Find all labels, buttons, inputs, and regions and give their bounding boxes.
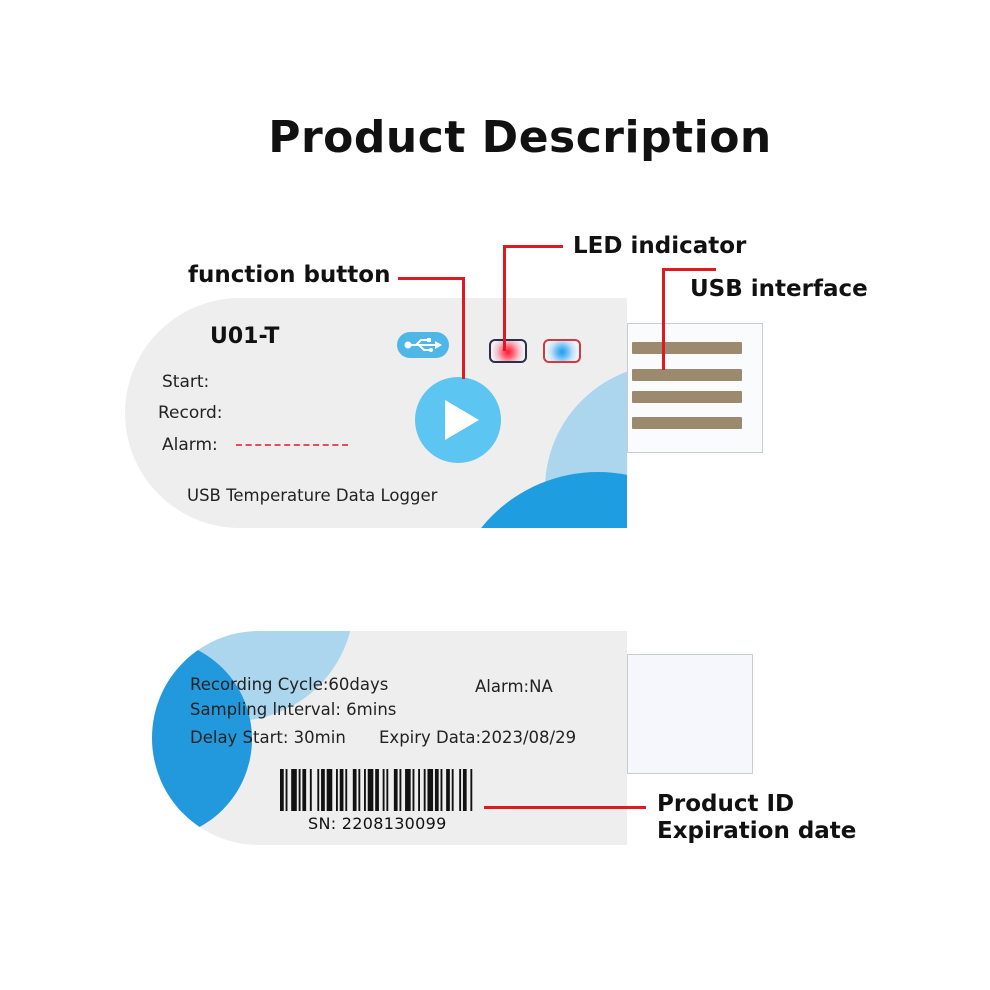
product-description: USB Temperature Data Logger xyxy=(187,486,438,505)
usb-contact xyxy=(632,342,742,354)
page-title: Product Description xyxy=(268,112,772,163)
callout-led-indicator: LED indicator xyxy=(573,233,747,259)
usb-interface xyxy=(627,323,763,453)
usb-contact xyxy=(632,369,742,381)
callout-line-usb xyxy=(662,268,716,271)
barcode-icon xyxy=(280,769,473,811)
delay-start: Delay Start: 30min xyxy=(190,728,346,747)
callout-expiration-date: Expiration date xyxy=(657,818,857,844)
alarm-label: Alarm: xyxy=(162,435,218,455)
usb-contact xyxy=(632,417,742,429)
callout-line-usb xyxy=(662,268,665,370)
callout-line-function xyxy=(462,277,465,379)
alarm-dashes xyxy=(236,444,348,446)
callout-line-function xyxy=(398,277,464,280)
callout-product-id: Product ID xyxy=(657,791,795,817)
usb-plug-back xyxy=(627,654,753,774)
callout-line-product-id xyxy=(484,806,646,809)
callout-line-led xyxy=(503,245,563,248)
recording-cycle: Recording Cycle:60days xyxy=(190,675,389,694)
logger-back: Recording Cycle:60days Alarm:NA Sampling… xyxy=(152,631,627,845)
alarm-setting: Alarm:NA xyxy=(475,677,553,696)
callout-usb-interface: USB interface xyxy=(690,276,868,302)
model-number: U01-T xyxy=(210,324,280,349)
logger-front: U01-T Start: Record: Alarm xyxy=(125,298,627,528)
usb-icon xyxy=(397,332,449,358)
serial-number: SN: 2208130099 xyxy=(308,814,447,833)
start-label: Start: xyxy=(162,372,210,392)
record-label: Record: xyxy=(158,403,223,423)
usb-contact xyxy=(632,391,742,403)
play-icon xyxy=(445,400,479,440)
callout-function-button: function button xyxy=(188,262,391,288)
expiry-date: Expiry Data:2023/08/29 xyxy=(379,728,577,747)
led-blue-icon xyxy=(543,339,581,363)
callout-line-led xyxy=(503,245,506,351)
function-button[interactable] xyxy=(415,377,501,463)
led-red-icon xyxy=(489,339,527,363)
sampling-interval: Sampling lnterval: 6mins xyxy=(190,700,397,719)
decor-circle-dark xyxy=(448,472,627,528)
